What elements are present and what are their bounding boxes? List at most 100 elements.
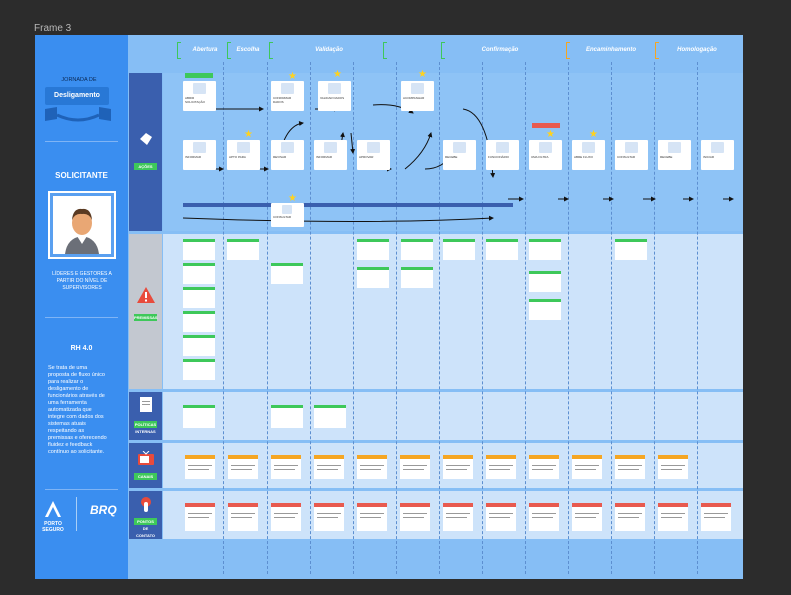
action-card: APROVAR (357, 140, 390, 170)
row-acoes: AÇÕES (129, 73, 162, 231)
premise-note (401, 239, 433, 260)
divider (45, 489, 118, 490)
action-card: RECEBE (658, 140, 691, 170)
phase-validacao: Validação (315, 47, 343, 53)
timeline-bar (183, 203, 513, 207)
column-divider (611, 62, 612, 574)
premise-note (615, 239, 647, 260)
phase-encaminhamento: Encaminhamento (585, 47, 636, 53)
star-icon: ★ (288, 193, 297, 204)
column-divider (439, 62, 440, 574)
touchpoint-note (400, 503, 430, 531)
product-description: Se trata de uma proposta de fluxo único … (48, 365, 107, 455)
frame-label: Frame 3 (34, 23, 72, 34)
touchpoint-note (615, 503, 645, 531)
channel-note (185, 455, 215, 479)
action-card: VALIDAR DADOS (318, 81, 351, 111)
premise-note (183, 263, 215, 284)
row-canais: CANAIS (129, 443, 162, 488)
channel-note (314, 455, 344, 479)
action-card: FUNCIONÁRIO (486, 140, 519, 170)
premise-note (529, 271, 561, 292)
channel-note (615, 455, 645, 479)
product-title: RH 4.0 (70, 345, 93, 352)
premise-note (357, 239, 389, 260)
touchpoint-note (271, 503, 301, 531)
star-icon: ★ (546, 129, 555, 140)
divider (45, 141, 118, 142)
premise-note (357, 267, 389, 288)
logo-separator (76, 497, 77, 531)
premise-note (227, 239, 259, 260)
row-pontos-contato: PONTOS DE CONTATO (129, 491, 162, 539)
column-divider (396, 62, 397, 574)
document-icon (140, 397, 152, 412)
role-title: SOLICITANTE (55, 171, 108, 180)
phase-unlabeled (387, 44, 443, 56)
column-divider (568, 62, 569, 574)
column-divider (310, 62, 311, 574)
journey-board: JORNADA DE Desligamento SOLICITANTE LÍDE… (35, 35, 743, 579)
channel-note (228, 455, 258, 479)
touchpoint-note (185, 503, 215, 531)
action-card: REVISAR (271, 140, 304, 170)
phase-bracket (655, 42, 659, 59)
banner-subtitle: JORNADA DE (61, 77, 97, 83)
column-divider (482, 62, 483, 574)
premise-note (401, 267, 433, 288)
phase-bracket (269, 42, 273, 59)
person-icon (53, 196, 111, 254)
warning-icon (137, 287, 155, 303)
channel-note (400, 455, 430, 479)
action-card: CONSULTAR (615, 140, 648, 170)
column-divider (654, 62, 655, 574)
channel-note (443, 455, 473, 479)
premise-note (529, 299, 561, 320)
channel-note (529, 455, 559, 479)
touchpoint-note (357, 503, 387, 531)
action-card: ABRIR SOLICITAÇÃO (183, 81, 216, 111)
channel-note (572, 455, 602, 479)
touchpoint-note (228, 503, 258, 531)
hand-click-icon (140, 133, 152, 145)
action-card: INFORMAR (183, 140, 216, 170)
touchpoint-note (443, 503, 473, 531)
phase-bracket (441, 42, 445, 59)
star-icon: ★ (244, 129, 253, 140)
phase-bracket (177, 42, 181, 59)
action-tag (185, 73, 213, 78)
premise-note (486, 239, 518, 260)
action-card: CONFIRMAR DADOS (271, 81, 304, 111)
channel-note (486, 455, 516, 479)
porto-seguro-logo: PORTO SEGURO (42, 499, 64, 533)
premise-note (443, 239, 475, 260)
premise-note (529, 239, 561, 260)
channel-note (271, 455, 301, 479)
policy-note (271, 405, 303, 428)
star-icon: ★ (288, 71, 297, 82)
phase-bracket (383, 42, 387, 59)
phase-bracket (227, 42, 231, 59)
phase-homologacao: Homologação (677, 47, 717, 53)
brq-logo: BRQ (90, 503, 117, 517)
column-divider (223, 62, 224, 574)
touchpoint-note (529, 503, 559, 531)
channel-note (357, 455, 387, 479)
action-card: APTO PARA (227, 140, 260, 170)
banner-ribbon-icon (45, 107, 111, 122)
action-card: UMA FILTRA (529, 140, 562, 170)
avatar (50, 193, 114, 257)
row-premissas: PREMISSAS (129, 234, 162, 389)
column-divider (697, 62, 698, 574)
journey-banner: Desligamento (45, 87, 109, 105)
row-politicas: POLÍTICAS INTERNAS (129, 392, 162, 440)
politicas-band (163, 392, 743, 440)
action-card: INFORMAR (314, 140, 347, 170)
touchpoint-note (701, 503, 731, 531)
phase-abertura: Abertura (192, 47, 218, 53)
touchpoint-note (572, 503, 602, 531)
phase-confirmacao: Confirmação (481, 47, 519, 53)
star-icon: ★ (333, 69, 342, 80)
column-divider (525, 62, 526, 574)
star-icon: ★ (418, 69, 427, 80)
